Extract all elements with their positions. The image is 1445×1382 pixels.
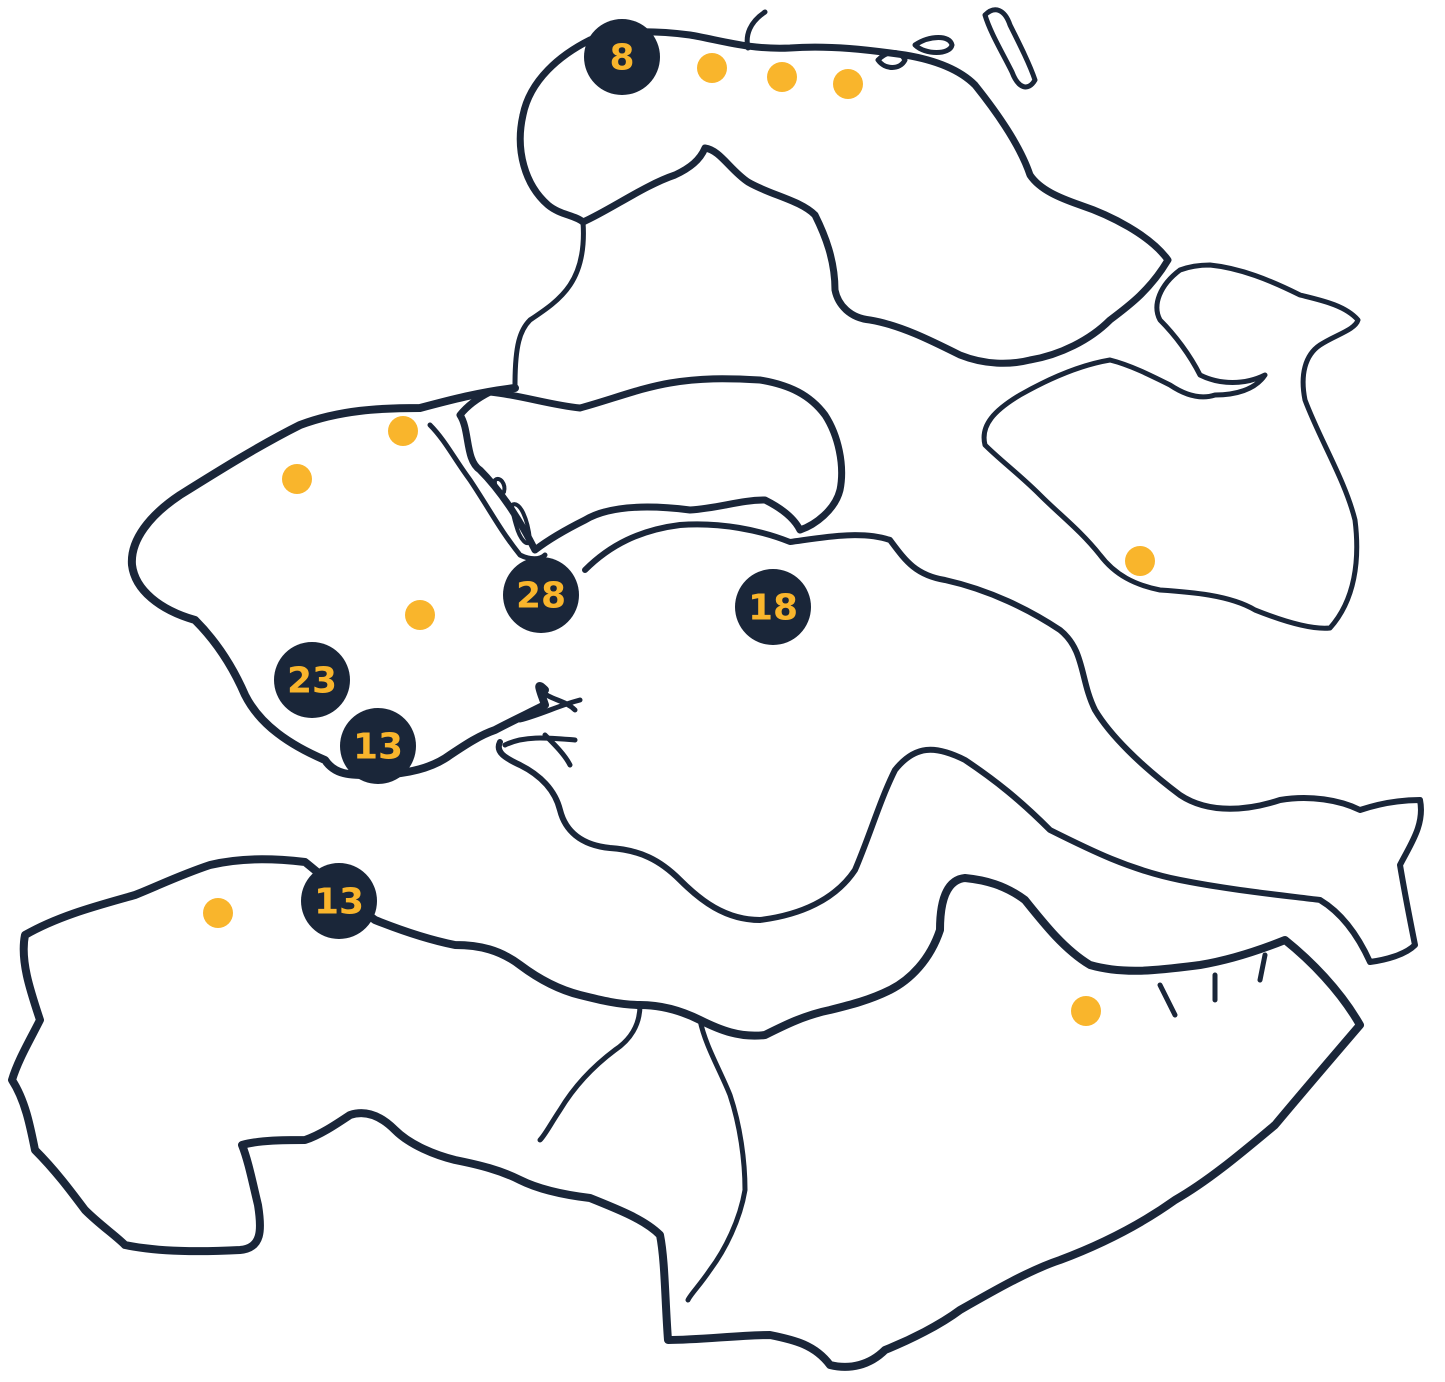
count-badge-4[interactable]: 23 xyxy=(274,642,350,718)
islet-2 xyxy=(982,7,1038,90)
count-badge-circle xyxy=(503,557,579,633)
brouwersdam xyxy=(512,219,586,388)
veerse-dam-1 xyxy=(517,687,583,768)
location-dot-3[interactable] xyxy=(833,69,863,99)
count-badge-circle xyxy=(735,569,811,645)
count-badge-1[interactable]: 8 xyxy=(584,19,660,95)
count-badge-circle xyxy=(340,708,416,784)
islet-4 xyxy=(510,502,532,546)
zeeuws-vlaanderen-west xyxy=(8,855,1364,1371)
location-dot-9[interactable] xyxy=(1071,996,1101,1026)
count-badge-label: 8 xyxy=(609,38,634,79)
islet-5 xyxy=(492,477,507,495)
location-dot-6[interactable] xyxy=(405,600,435,630)
count-badge-circle xyxy=(301,863,377,939)
islet-1 xyxy=(912,35,955,55)
count-badge-circle xyxy=(584,19,660,95)
canal-1 xyxy=(537,1002,643,1143)
island-schouwen-duiveland xyxy=(516,28,1172,367)
count-badge-label: 13 xyxy=(314,882,364,923)
count-badge-2[interactable]: 28 xyxy=(503,557,579,633)
island-tholen xyxy=(981,262,1361,631)
count-badge-label: 23 xyxy=(287,661,337,702)
island-walcheren xyxy=(127,384,549,779)
inlet-top xyxy=(744,9,768,51)
islet-3 xyxy=(875,50,908,70)
canal-3 xyxy=(1157,952,1268,1018)
location-dot-2[interactable] xyxy=(767,62,797,92)
location-dot-7[interactable] xyxy=(1125,546,1155,576)
island-zuid-beveland xyxy=(495,521,1424,965)
count-badge-label: 28 xyxy=(516,576,566,617)
island-noord-beveland xyxy=(456,375,846,554)
veerse-dam-2 xyxy=(502,735,578,748)
count-badge-circle xyxy=(274,642,350,718)
location-dot-1[interactable] xyxy=(697,53,727,83)
count-badge-6[interactable]: 13 xyxy=(301,863,377,939)
count-badge-3[interactable]: 18 xyxy=(735,569,811,645)
location-dot-5[interactable] xyxy=(282,464,312,494)
canal-2 xyxy=(685,1017,748,1303)
count-badge-label: 13 xyxy=(353,727,403,768)
location-dot-8[interactable] xyxy=(203,898,233,928)
count-badge-label: 18 xyxy=(748,588,798,629)
location-dot-4[interactable] xyxy=(388,416,418,446)
count-badge-5[interactable]: 13 xyxy=(340,708,416,784)
